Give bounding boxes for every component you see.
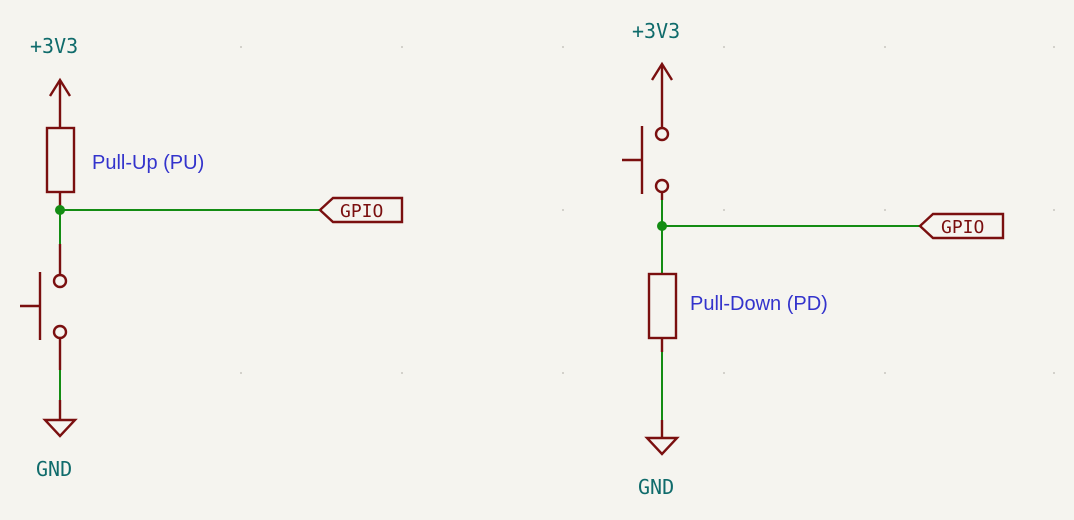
gpio-label-text: GPIO	[941, 217, 984, 238]
pull-down-circuit: +3V3 GPIO GND Pull-Down (PD)	[622, 19, 1005, 499]
power-arrow-icon	[650, 61, 674, 128]
resistor-note: Pull-Up (PU)	[92, 152, 204, 174]
ground-icon	[644, 436, 680, 456]
pull-up-circuit: +3V3 GPIO GND Pull-Up (PU)	[20, 34, 404, 481]
ground-label: GND	[36, 457, 72, 481]
gpio-net-label	[318, 196, 404, 224]
push-button-switch	[622, 126, 670, 194]
gpio-net-label	[918, 212, 1005, 240]
push-button-switch	[20, 272, 68, 340]
power-label: +3V3	[30, 34, 78, 58]
gpio-label-text: GPIO	[340, 201, 383, 222]
resistor-note: Pull-Down (PD)	[690, 293, 828, 315]
ground-label: GND	[638, 475, 674, 499]
pull-up-resistor	[45, 126, 76, 194]
power-arrow-icon	[48, 77, 72, 128]
pull-down-resistor	[647, 272, 678, 340]
power-label: +3V3	[632, 19, 680, 43]
junction-dot	[657, 221, 667, 231]
ground-icon	[42, 418, 78, 438]
